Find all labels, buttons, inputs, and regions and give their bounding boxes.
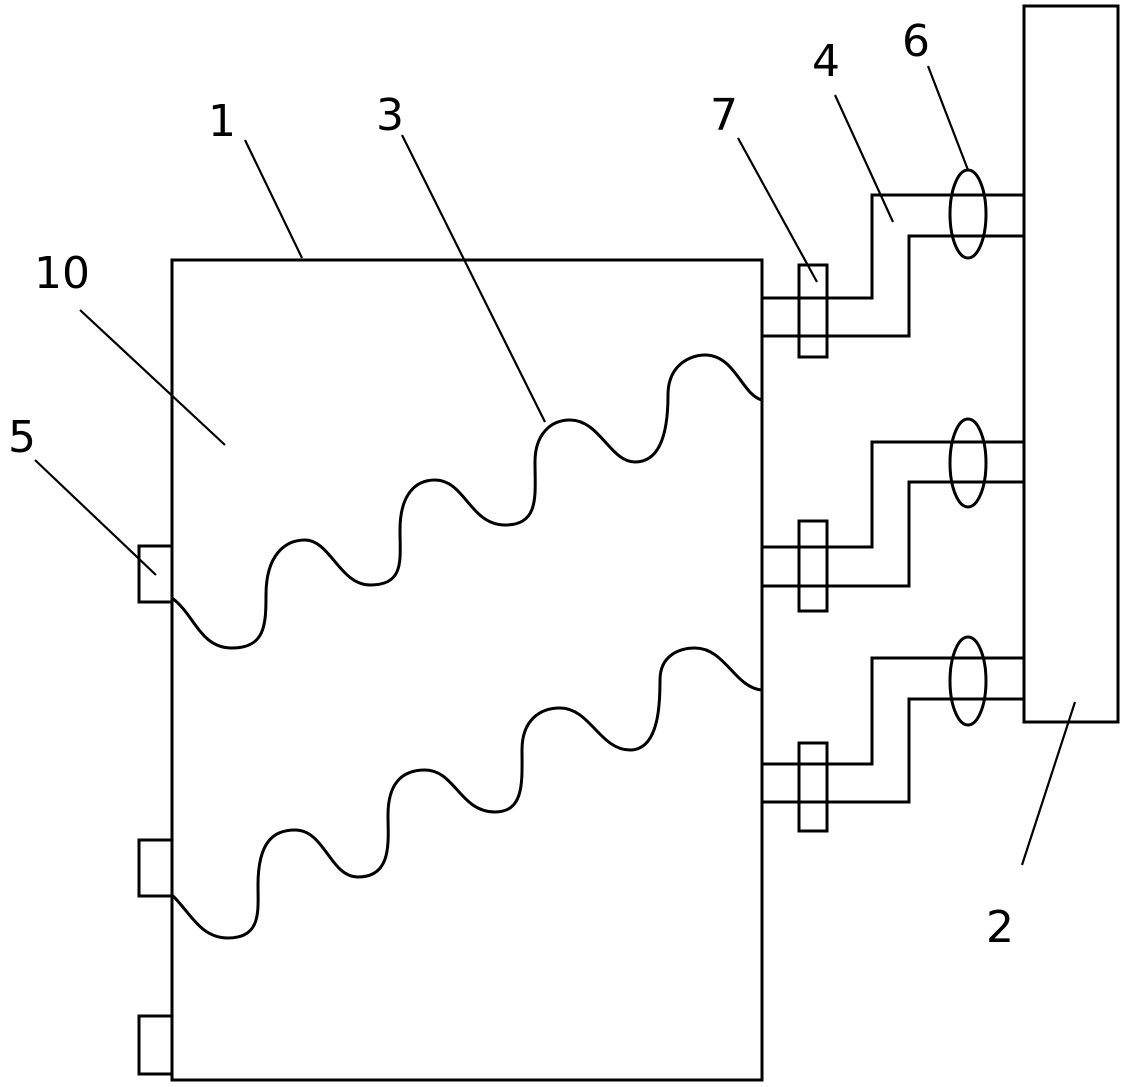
main-body-rect [170, 258, 764, 1082]
side-block-bottom [137, 1014, 174, 1076]
conduit-top-inner [762, 234, 1024, 338]
label-ring: 6 [902, 16, 930, 67]
side-block-middle [137, 838, 174, 898]
conduit-bottom-inner [762, 697, 1024, 804]
conduit-bottom-outer [762, 656, 1024, 766]
clamp-bottom [797, 741, 829, 833]
leader-chamber [79, 309, 226, 446]
ring-bottom [948, 635, 988, 727]
clamp-top [797, 263, 829, 359]
conduit-middle-inner [762, 480, 1024, 588]
wave-pipe-upper [170, 353, 764, 650]
plate-rect [1022, 4, 1120, 724]
conduit-middle-outer [762, 440, 1024, 549]
label-chamber: 10 [34, 248, 90, 299]
clamp-middle [797, 519, 829, 613]
label-clamp: 7 [710, 90, 738, 141]
leader-wave-pipe [401, 134, 546, 423]
leader-plate [1020, 701, 1077, 866]
ring-middle [948, 417, 988, 509]
leader-conduit [833, 94, 895, 223]
label-main-body: 1 [208, 96, 236, 147]
conduit-top-outer [762, 193, 1024, 300]
wave-pipe-lower [170, 646, 764, 940]
side-block-top [137, 544, 174, 604]
leader-side-block [34, 459, 157, 576]
label-side-block: 5 [8, 412, 36, 463]
label-plate: 2 [986, 902, 1014, 953]
ring-top [948, 168, 988, 260]
leader-ring [926, 65, 970, 171]
label-conduit: 4 [812, 36, 840, 87]
label-wave-pipe: 3 [376, 90, 404, 141]
leader-clamp [737, 137, 818, 283]
leader-main-body [244, 139, 303, 259]
